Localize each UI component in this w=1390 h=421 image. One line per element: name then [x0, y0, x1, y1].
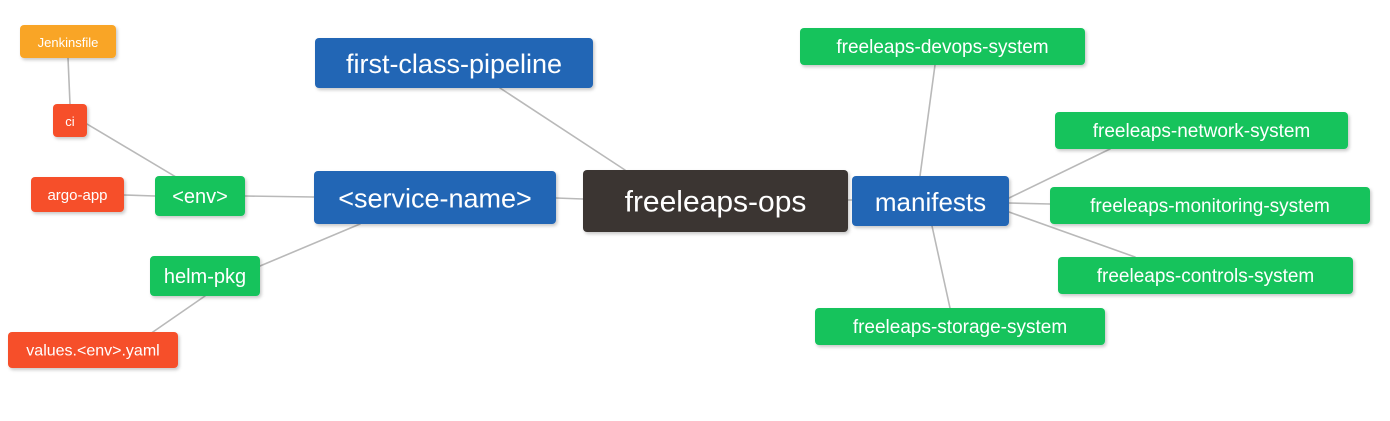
node-argo-app[interactable]: argo-app — [31, 177, 124, 212]
node-box-argo-app[interactable] — [31, 177, 124, 212]
node-label-freeleaps-monitoring-system: freeleaps-monitoring-system — [1090, 196, 1330, 217]
edge-manifests-to-freeleaps-devops-system — [919, 64, 936, 177]
node-ci[interactable]: ci — [53, 104, 87, 137]
node-service-name[interactable]: <service-name> — [314, 171, 556, 224]
edge-argo-app-to-env — [123, 194, 156, 197]
node-first-class-pipeline[interactable]: first-class-pipeline — [315, 38, 593, 88]
node-box-service-name[interactable] — [314, 171, 556, 224]
node-box-freeleaps-devops-system[interactable] — [800, 28, 1085, 65]
edge-env-to-service-name — [244, 195, 315, 198]
node-freeleaps-ops[interactable]: freeleaps-ops — [583, 170, 848, 232]
edge-ci-to-env — [86, 123, 187, 184]
node-box-ci[interactable] — [53, 104, 87, 137]
node-label-ci: ci — [65, 114, 75, 129]
node-label-freeleaps-controls-system: freeleaps-controls-system — [1097, 266, 1315, 287]
edge-service-name-to-helm-pkg — [259, 223, 361, 267]
node-env[interactable]: <env> — [155, 176, 245, 216]
node-label-freeleaps-storage-system: freeleaps-storage-system — [853, 317, 1067, 338]
node-label-env: <env> — [172, 186, 228, 208]
node-manifests[interactable]: manifests — [852, 176, 1009, 226]
node-label-manifests: manifests — [875, 187, 986, 217]
node-box-manifests[interactable] — [852, 176, 1009, 226]
node-values-yaml[interactable]: values.<env>.yaml — [8, 332, 178, 368]
node-box-freeleaps-monitoring-system[interactable] — [1050, 187, 1370, 224]
node-label-freeleaps-devops-system: freeleaps-devops-system — [836, 37, 1048, 58]
node-box-env[interactable] — [155, 176, 245, 216]
node-box-first-class-pipeline[interactable] — [315, 38, 593, 88]
edge-manifests-to-freeleaps-network-system — [1008, 148, 1111, 199]
node-label-jenkinsfile: Jenkinsfile — [38, 35, 99, 50]
node-label-helm-pkg: helm-pkg — [164, 266, 246, 288]
node-freeleaps-monitoring-system[interactable]: freeleaps-monitoring-system — [1050, 187, 1370, 224]
node-helm-pkg[interactable]: helm-pkg — [150, 256, 260, 296]
node-label-values-yaml: values.<env>.yaml — [26, 343, 159, 360]
node-layer: Jenkinsfile ci argo-app <env> helm-pkg values… — [8, 25, 1370, 368]
node-box-freeleaps-network-system[interactable] — [1055, 112, 1348, 149]
edge-manifests-to-freeleaps-monitoring-system — [1008, 202, 1051, 205]
node-box-freeleaps-controls-system[interactable] — [1058, 257, 1353, 294]
edge-manifests-to-freeleaps-storage-system — [931, 225, 951, 309]
node-freeleaps-network-system[interactable]: freeleaps-network-system — [1055, 112, 1348, 149]
node-box-freeleaps-ops[interactable] — [583, 170, 848, 232]
node-label-freeleaps-ops: freeleaps-ops — [625, 186, 807, 219]
edge-jenkinsfile-to-ci — [67, 57, 71, 105]
node-box-freeleaps-storage-system[interactable] — [815, 308, 1105, 345]
node-freeleaps-devops-system[interactable]: freeleaps-devops-system — [800, 28, 1085, 65]
edge-service-name-to-freeleaps-ops — [555, 197, 584, 200]
edge-helm-pkg-to-values-yaml — [149, 295, 206, 335]
node-box-helm-pkg[interactable] — [150, 256, 260, 296]
node-freeleaps-controls-system[interactable]: freeleaps-controls-system — [1058, 257, 1353, 294]
node-label-argo-app: argo-app — [47, 187, 107, 204]
node-jenkinsfile[interactable]: Jenkinsfile — [20, 25, 116, 58]
node-freeleaps-storage-system[interactable]: freeleaps-storage-system — [815, 308, 1105, 345]
node-label-first-class-pipeline: first-class-pipeline — [346, 49, 562, 79]
edge-manifests-to-freeleaps-controls-system — [1008, 211, 1136, 258]
edge-layer — [67, 57, 1136, 335]
node-label-freeleaps-network-system: freeleaps-network-system — [1093, 121, 1311, 142]
node-box-jenkinsfile[interactable] — [20, 25, 116, 58]
edge-first-class-pipeline-to-freeleaps-ops — [499, 87, 626, 171]
node-label-service-name: <service-name> — [338, 184, 532, 214]
node-box-values-yaml[interactable] — [8, 332, 178, 368]
